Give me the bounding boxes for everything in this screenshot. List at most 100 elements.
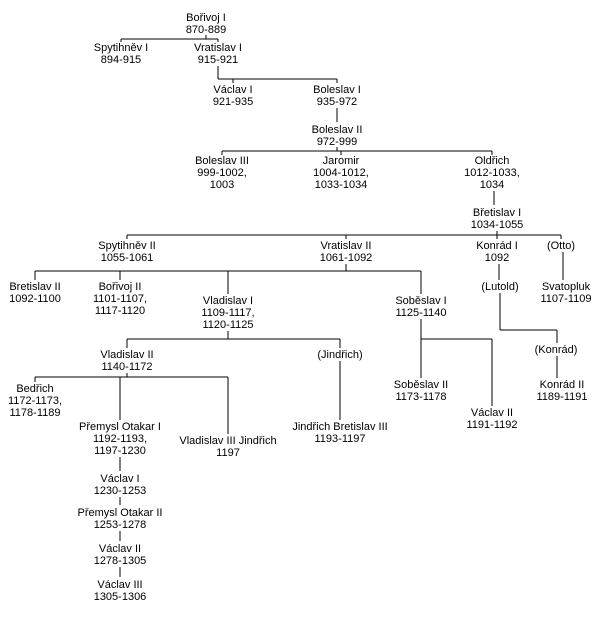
person-dates: 1192-1193, [92, 433, 148, 445]
person-name: Boleslav III [195, 155, 249, 167]
person-name: Václav II [98, 543, 142, 555]
person-dates: 1197-1230 [94, 445, 146, 457]
person-name: (Otto) [546, 240, 576, 252]
person-dates: 921-935 [212, 96, 254, 108]
person-dates: 915-921 [197, 54, 239, 66]
person-name: Jindřich Bretislav III [292, 421, 388, 433]
person-name: Přemysl Otakar I [79, 421, 161, 433]
person-dates: 1101-1107, [92, 293, 148, 305]
tree-node-otto: (Otto) [547, 240, 575, 252]
person-dates: 935-972 [316, 96, 358, 108]
person-dates: 1034 [479, 179, 505, 191]
person-name: Václav III [97, 579, 143, 591]
person-name: (Lutold) [481, 281, 519, 293]
person-name: Břetislav I [472, 207, 522, 219]
person-dates: 1117-1120 [94, 305, 146, 317]
person-dates: 1012-1033, [464, 167, 520, 179]
person-dates: 1034-1055 [470, 219, 524, 231]
person-dates: 1253-1278 [93, 519, 147, 531]
person-dates: 1033-1034 [314, 179, 368, 191]
person-dates: 1172-1173, [7, 395, 63, 407]
person-dates: 1189-1191 [536, 391, 588, 403]
person-name: Soběslav I [395, 295, 447, 307]
person-name: Boleslav I [313, 84, 361, 96]
person-name: Boleslav II [311, 124, 363, 136]
person-name: Vladislav III Jindřich [179, 435, 277, 447]
person-name: Bořivoj II [98, 281, 142, 293]
person-dates: 1003 [209, 179, 235, 191]
person-dates: 1193-1197 [314, 433, 366, 445]
person-dates: 972-999 [316, 136, 358, 148]
person-name: Jaromir [322, 155, 360, 167]
person-name: Vladislav I [202, 295, 254, 307]
tree-node-lutold: (Lutold) [481, 281, 518, 293]
person-dates: 1140-1172 [101, 361, 153, 373]
person-dates: 1120-1125 [202, 319, 254, 331]
person-name: Bořivoj I [186, 12, 226, 24]
person-dates: 1061-1092 [319, 252, 373, 264]
person-name: Václav I [100, 473, 140, 485]
person-dates: 870-889 [185, 24, 227, 36]
person-name: (Jindřich) [317, 349, 363, 361]
person-name: (Konrád) [534, 344, 578, 356]
person-dates: 1278-1305 [93, 555, 147, 567]
person-dates: 1230-1253 [93, 485, 147, 497]
tree-node-konrad-znojmo: (Konrád) [535, 344, 578, 356]
person-dates: 894-915 [100, 54, 142, 66]
person-name: Oldřich [474, 155, 510, 167]
person-dates: 1109-1117, [201, 307, 255, 319]
person-dates: 1197 [216, 447, 240, 459]
person-name: Vladislav II [100, 349, 154, 361]
person-name: Václav I [213, 84, 253, 96]
person-name: Spytihněv II [98, 240, 156, 252]
person-name: Konrád I [476, 240, 518, 252]
person-dates: 1305-1306 [93, 591, 147, 603]
person-name: Soběslav II [393, 379, 449, 391]
person-dates: 1191-1192 [466, 419, 518, 431]
person-dates: 1092-1100 [9, 293, 61, 305]
person-name: Bretislav II [9, 281, 61, 293]
person-dates: 1125-1140 [395, 307, 447, 319]
person-dates: 1173-1178 [395, 391, 447, 403]
person-dates: 1055-1061 [100, 252, 154, 264]
person-name: Konrád II [539, 379, 585, 391]
person-dates: 1092 [484, 252, 510, 264]
tree-node-jindrich: (Jindřich) [317, 349, 362, 361]
person-name: Vratislav II [320, 240, 372, 252]
person-name: Přemysl Otakar II [77, 507, 163, 519]
person-name: Bedřich [16, 383, 54, 395]
person-dates: 999-1002, [197, 167, 247, 179]
person-name: Spytihněv I [93, 42, 149, 54]
person-name: Vratislav I [194, 42, 242, 54]
